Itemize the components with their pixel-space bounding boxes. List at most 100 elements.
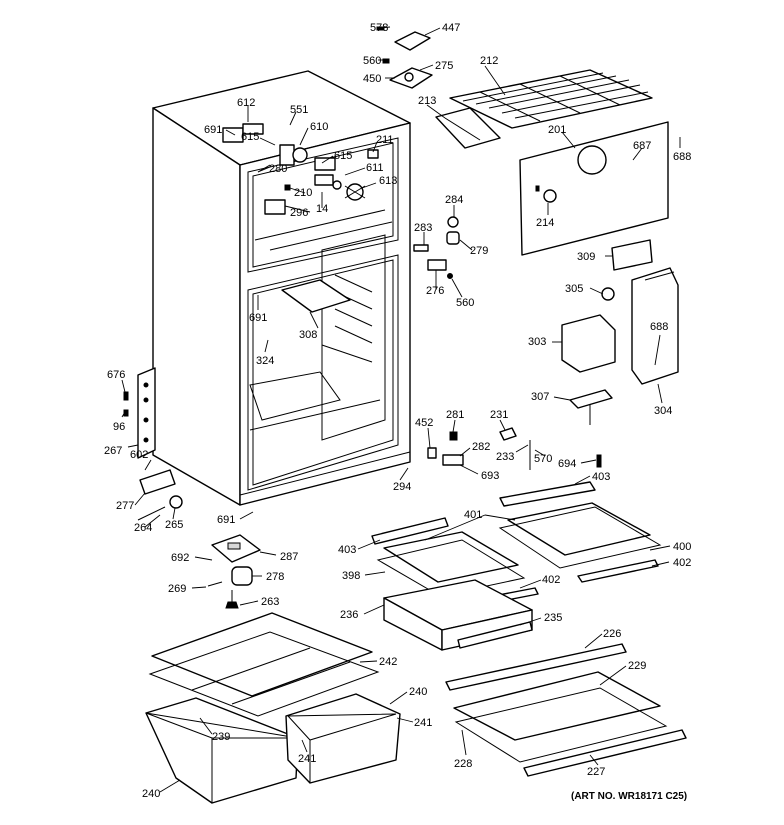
callout-691-b: 691 xyxy=(249,312,267,324)
callout-279: 279 xyxy=(470,245,488,257)
callout-305: 305 xyxy=(565,283,583,295)
panel-201 xyxy=(519,121,669,256)
drawer-236 xyxy=(383,579,533,651)
callout-694: 694 xyxy=(558,458,576,470)
callout-233: 233 xyxy=(496,451,514,463)
callout-687: 687 xyxy=(633,140,651,152)
callout-610: 610 xyxy=(310,121,328,133)
callout-402: 402 xyxy=(542,574,560,586)
callout-688: 688 xyxy=(673,151,691,163)
callout-214: 214 xyxy=(536,217,554,229)
side-bracket xyxy=(123,367,156,459)
callout-284: 284 xyxy=(445,194,463,206)
callout-242: 242 xyxy=(379,656,397,668)
callout-692: 692 xyxy=(171,552,189,564)
trim-403-right xyxy=(499,481,596,507)
crisper-drawers xyxy=(145,693,401,804)
callout-402-b: 402 xyxy=(673,557,691,569)
callout-570: 570 xyxy=(534,453,552,465)
callout-226: 226 xyxy=(603,628,621,640)
callout-14: 14 xyxy=(316,203,328,215)
callout-615: 615 xyxy=(241,131,259,143)
callout-307: 307 xyxy=(531,391,549,403)
callout-240: 240 xyxy=(409,686,427,698)
trim-403-left xyxy=(371,517,449,545)
callout-282: 282 xyxy=(472,441,490,453)
callout-612: 612 xyxy=(237,97,255,109)
callout-296: 296 xyxy=(290,207,308,219)
callout-265: 265 xyxy=(165,519,183,531)
control-assembly xyxy=(561,267,679,425)
callout-239: 239 xyxy=(212,731,230,743)
leveling-parts xyxy=(207,534,261,609)
callout-450: 450 xyxy=(363,73,381,85)
top-hinge-parts xyxy=(376,26,433,89)
callout-280: 280 xyxy=(269,163,287,175)
callout-269: 269 xyxy=(168,583,186,595)
callout-294: 294 xyxy=(393,481,411,493)
callout-263: 263 xyxy=(261,596,279,608)
freezer-components xyxy=(222,123,379,215)
callout-304: 304 xyxy=(654,405,672,417)
label-309 xyxy=(611,239,653,271)
callout-308: 308 xyxy=(299,329,317,341)
glass-shelf-left xyxy=(376,531,526,597)
glass-shelf-right xyxy=(498,502,662,569)
callout-403-b: 403 xyxy=(338,544,356,556)
callout-602: 602 xyxy=(130,449,148,461)
callout-283: 283 xyxy=(414,222,432,234)
callout-560-b: 560 xyxy=(456,297,474,309)
callout-613: 613 xyxy=(379,175,397,187)
callout-688-b: 688 xyxy=(650,321,668,333)
callout-276: 276 xyxy=(426,285,444,297)
rail-226 xyxy=(445,643,627,691)
crisper-cover-242 xyxy=(148,612,380,717)
callout-264: 264 xyxy=(134,522,152,534)
callout-551: 551 xyxy=(290,104,308,116)
callout-201: 201 xyxy=(548,124,566,136)
callout-281: 281 xyxy=(446,409,464,421)
callout-267: 267 xyxy=(104,445,122,457)
callout-578: 578 xyxy=(370,22,388,34)
callout-277: 277 xyxy=(116,500,134,512)
callout-287: 287 xyxy=(280,551,298,563)
callout-693: 693 xyxy=(481,470,499,482)
callout-236: 236 xyxy=(340,609,358,621)
callout-676: 676 xyxy=(107,369,125,381)
callout-213: 213 xyxy=(418,95,436,107)
strip-402-right xyxy=(577,559,659,583)
roller-assembly xyxy=(137,469,183,521)
callout-275: 275 xyxy=(435,60,453,72)
callout-labels: 578 447 560 450 275 212 213 201 687 688 … xyxy=(104,22,691,802)
callout-691: 691 xyxy=(204,124,222,136)
wire-shelf-212 xyxy=(449,69,653,129)
callout-324: 324 xyxy=(256,355,274,367)
callout-400: 400 xyxy=(673,541,691,553)
callout-241: 241 xyxy=(414,717,432,729)
hinge-parts-lower xyxy=(427,427,602,470)
callout-560: 560 xyxy=(363,55,381,67)
callout-211: 211 xyxy=(376,134,394,146)
refrigerator-cabinet xyxy=(152,70,411,506)
small-parts-center xyxy=(413,216,460,279)
callout-212: 212 xyxy=(480,55,498,67)
callout-309: 309 xyxy=(577,251,595,263)
callout-615-b: 615 xyxy=(334,150,352,162)
callout-303: 303 xyxy=(528,336,546,348)
callout-96: 96 xyxy=(113,421,125,433)
callout-691-c: 691 xyxy=(217,514,235,526)
callout-227: 227 xyxy=(587,766,605,778)
callout-229: 229 xyxy=(628,660,646,672)
callout-228: 228 xyxy=(454,758,472,770)
callout-611: 611 xyxy=(366,162,384,174)
callout-278: 278 xyxy=(266,571,284,583)
shelf-308 xyxy=(281,279,351,313)
leader-lines xyxy=(121,26,681,793)
callout-447: 447 xyxy=(442,22,460,34)
callout-241-b: 241 xyxy=(298,753,316,765)
callout-240-b: 240 xyxy=(142,788,160,800)
callout-401: 401 xyxy=(464,509,482,521)
callout-403: 403 xyxy=(592,471,610,483)
ice-tray-213 xyxy=(435,107,501,149)
